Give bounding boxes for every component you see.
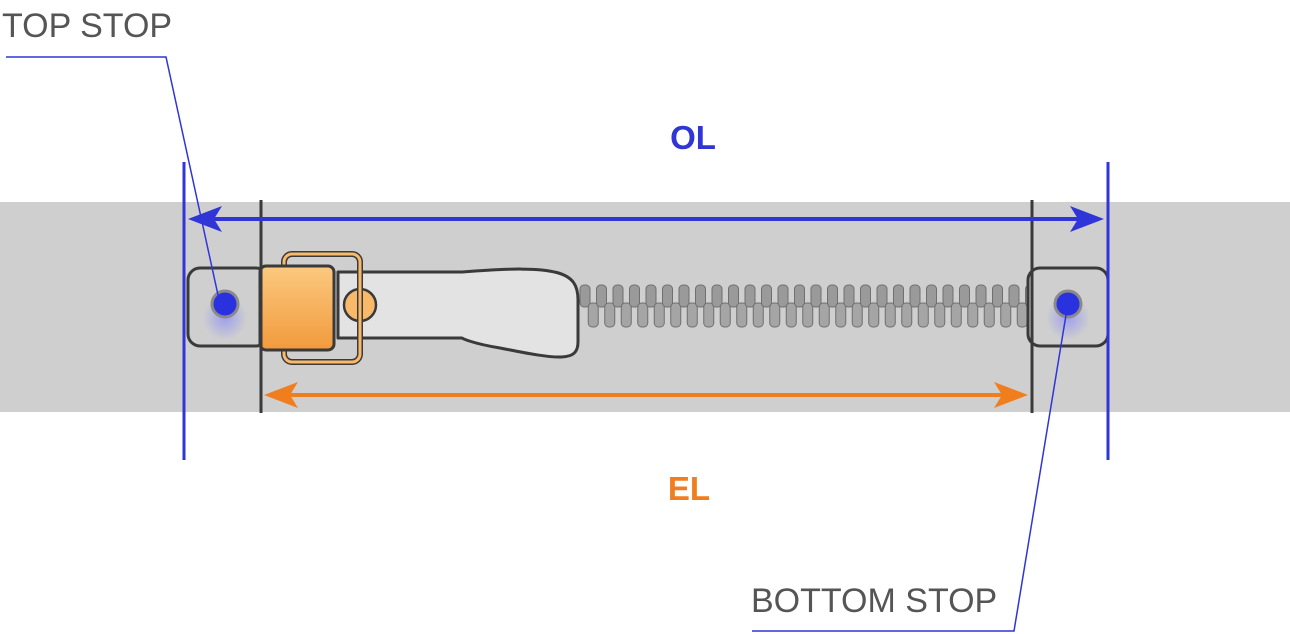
zipper-tooth-upper xyxy=(794,284,805,308)
zipper-tooth-lower xyxy=(950,302,962,328)
zipper-tooth-upper xyxy=(992,284,1003,308)
zipper-tooth-upper xyxy=(678,284,690,308)
zipper-tooth-lower xyxy=(868,302,880,328)
zipper-tooth-upper xyxy=(893,284,904,308)
zipper-tooth-upper xyxy=(810,284,822,308)
el-label: EL xyxy=(668,470,710,507)
zipper-tooth-upper xyxy=(860,284,871,308)
zipper-tooth-upper xyxy=(596,284,607,308)
zipper-tooth-lower xyxy=(752,302,764,328)
zipper-tooth-upper xyxy=(942,284,954,308)
zipper-tooth-lower xyxy=(1000,302,1012,328)
zipper-tooth-upper xyxy=(579,284,591,308)
zipper-tooth-upper xyxy=(662,284,673,308)
zipper-tooth-lower xyxy=(736,302,748,328)
zipper-tooth-lower xyxy=(769,302,781,328)
top-stop-label: TOP STOP xyxy=(2,7,172,45)
zipper-tooth-lower xyxy=(835,302,847,328)
zipper-tooth-lower xyxy=(983,302,995,328)
zipper-tooth-lower xyxy=(703,302,715,328)
zipper-tooth-upper xyxy=(876,284,888,308)
zipper-tooth-upper xyxy=(926,284,937,308)
zipper-tooth-upper xyxy=(645,284,657,308)
zipper-tooth-lower xyxy=(901,302,913,328)
zipper-tooth-lower xyxy=(818,302,830,328)
zipper-tooth-lower xyxy=(802,302,814,328)
zipper-tooth-upper xyxy=(744,284,756,308)
zipper-tooth-lower xyxy=(620,302,632,328)
ol-dimension-arrow xyxy=(188,206,1104,232)
zipper-tooth-lower xyxy=(637,302,649,328)
bottom-stop-leader-line xyxy=(752,314,1067,632)
zipper-tooth-upper xyxy=(728,284,739,308)
zipper-tooth-lower xyxy=(884,302,896,328)
zipper-tooth-lower xyxy=(851,302,863,328)
zipper-tooth-lower xyxy=(719,302,731,328)
zipper-tooth-upper xyxy=(959,284,970,308)
zipper-tooth-upper xyxy=(777,284,789,308)
el-dimension-arrow xyxy=(264,382,1028,408)
zipper-teeth-chain xyxy=(579,284,1045,328)
zipper-tooth-lower xyxy=(1016,302,1028,328)
top-stop xyxy=(186,266,270,348)
zipper-tooth-upper xyxy=(695,284,706,308)
zipper-tooth-upper xyxy=(612,284,624,308)
zipper-tooth-upper xyxy=(711,284,723,308)
zipper-tooth-lower xyxy=(587,302,599,328)
top-stop-dot xyxy=(210,289,240,319)
zipper-tooth-lower xyxy=(686,302,698,328)
zipper-tooth-lower xyxy=(653,302,665,328)
ol-label: OL xyxy=(670,119,716,156)
zipper-tooth-lower xyxy=(604,302,616,328)
zipper-tooth-upper xyxy=(827,284,838,308)
zipper-tooth-lower xyxy=(917,302,929,328)
zipper-tooth-upper xyxy=(843,284,855,308)
zipper-tooth-upper xyxy=(761,284,772,308)
zipper-tooth-upper xyxy=(1008,284,1020,308)
zipper-tooth-upper xyxy=(629,284,640,308)
zipper-tooth-lower xyxy=(934,302,946,328)
zipper-tooth-upper xyxy=(975,284,987,308)
zipper-tooth-upper xyxy=(909,284,921,308)
zipper-tooth-lower xyxy=(785,302,797,328)
bottom-stop-label: BOTTOM STOP xyxy=(751,582,997,620)
top-stop-leader-line xyxy=(6,56,219,296)
zipper-tooth-lower xyxy=(967,302,979,328)
bottom-stop xyxy=(1026,266,1110,348)
zipper-tooth-lower xyxy=(670,302,682,328)
bottom-stop-dot xyxy=(1053,289,1083,319)
